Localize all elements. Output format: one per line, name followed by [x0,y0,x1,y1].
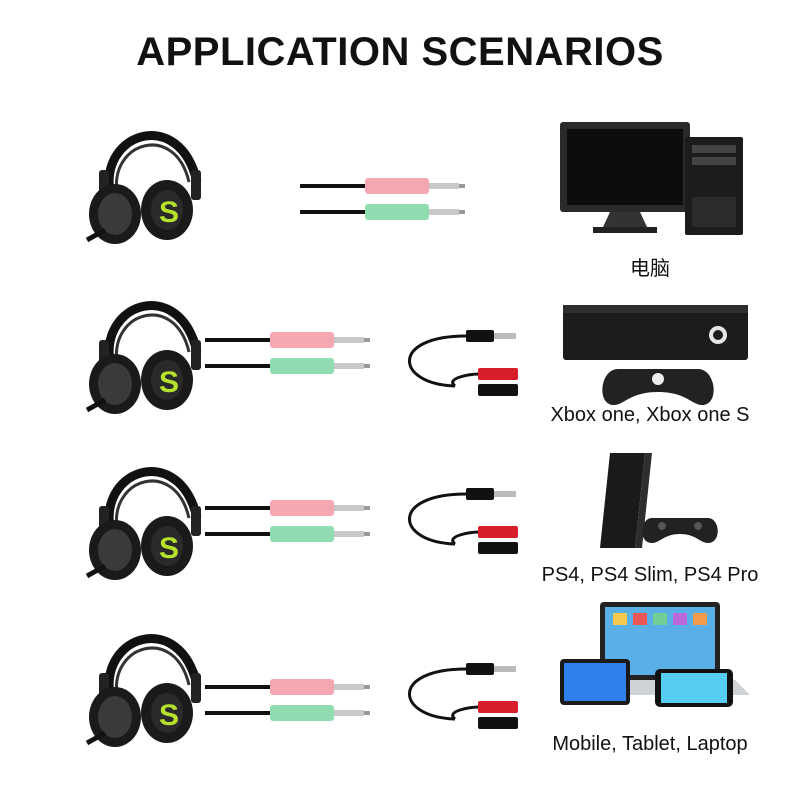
scenario-row-mobile: S Mobile, Tablet, Laptop [0,602,800,785]
scenario-row-pc: S 电脑 [0,112,800,282]
svg-text:S: S [159,532,179,565]
xbox-console-icon [563,305,748,405]
mobile-tablet-laptop-icon [560,602,750,707]
desktop-computer-icon [560,122,743,235]
plug-cables [205,679,370,721]
scenario-row-ps4: S PS4, PS4 Slim, PS4 Pro [0,448,800,618]
device-label: Mobile, Tablet, Laptop [552,733,748,755]
pc-plug-cables [300,178,465,220]
device-label: PS4, PS4 Slim, PS4 Pro [541,564,759,586]
svg-text:S: S [159,196,179,229]
page-title: APPLICATION SCENARIOS [136,30,664,74]
splitter-adapter-icon [408,488,518,554]
ps4-console-icon [600,453,718,548]
headset-icon: S [85,131,202,244]
headset-icon: S [85,301,202,414]
splitter-adapter-icon [408,663,518,729]
scenario-row-xbox: S Xbox one, Xbox one S [0,282,800,452]
headset-icon: S [85,634,202,747]
headset-icon: S [85,467,202,580]
device-label: 电脑 [630,258,670,280]
plug-cables [205,332,370,374]
plug-cables [205,500,370,542]
device-label: Xbox one, Xbox one S [550,404,750,426]
svg-text:S: S [159,366,179,399]
splitter-adapter-icon [408,330,518,396]
svg-text:S: S [159,699,179,732]
